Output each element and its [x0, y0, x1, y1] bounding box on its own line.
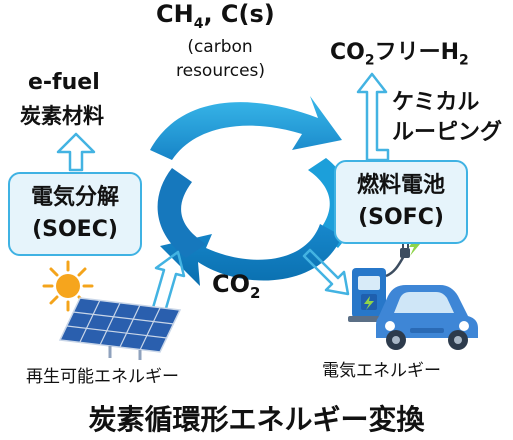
cycle-arrow-left [157, 168, 206, 258]
arrow-up-to-efuel [56, 132, 96, 172]
chemical-looping-line1: ケミカル [392, 90, 480, 115]
cycle-arrow-top [150, 96, 342, 160]
cycle-arrow-bottom [160, 224, 342, 286]
diagram-title: 炭素循環形エネルギー変換 [88, 403, 425, 436]
sofc-label: (SOFC) [358, 205, 444, 230]
solar-panel-icon [58, 297, 182, 360]
product-methane-carbon: CH4, C(s) [156, 0, 275, 32]
arrow-electric-out [302, 248, 350, 296]
co2-label: CO2 [212, 270, 261, 302]
soec-label: (SOEC) [32, 217, 118, 242]
electrolysis-soec-box: 電気分解 (SOEC) [8, 172, 142, 256]
chemical-looping-line2: ルーピング [392, 120, 503, 145]
charging-station-icon [348, 238, 420, 322]
efuel-label: e-fuel [28, 70, 100, 95]
fuel-cell-sofc-box: 燃料電池 (SOFC) [334, 160, 468, 244]
renewable-energy-label: 再生可能エネルギー [26, 367, 179, 387]
carbon-note-line1: (carbon [187, 37, 253, 57]
carbon-material-label: 炭素材料 [20, 104, 104, 128]
electrolysis-label: 電気分解 [30, 185, 119, 211]
carbon-resources-note: (carbon resources) [176, 35, 266, 83]
product-co2-free-h2: CO2フリーH2 [330, 40, 469, 69]
arrow-up-to-co2free [356, 72, 390, 162]
carbon-note-line2: resources) [176, 61, 266, 81]
electric-car-icon [376, 285, 478, 350]
electric-energy-label: 電気エネルギー [322, 361, 441, 381]
fuel-cell-label: 燃料電池 [356, 173, 445, 199]
